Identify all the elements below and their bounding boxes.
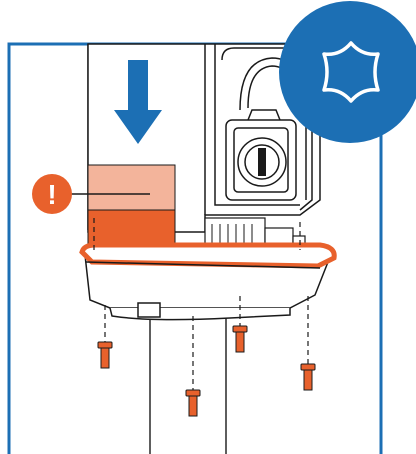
corner-badge (279, 1, 416, 143)
back-panel-highlight (87, 164, 176, 211)
mounting-pole (149, 318, 227, 454)
arrow-down-icon (114, 60, 162, 144)
screw (185, 389, 201, 417)
screw-guides (93, 218, 309, 390)
warning-mark: ! (47, 179, 56, 210)
screw (97, 341, 113, 369)
screw (232, 325, 248, 353)
wall-base (79, 242, 337, 321)
exclamation-icon (32, 174, 72, 214)
screw (300, 363, 316, 391)
torx-star-icon (322, 41, 380, 103)
